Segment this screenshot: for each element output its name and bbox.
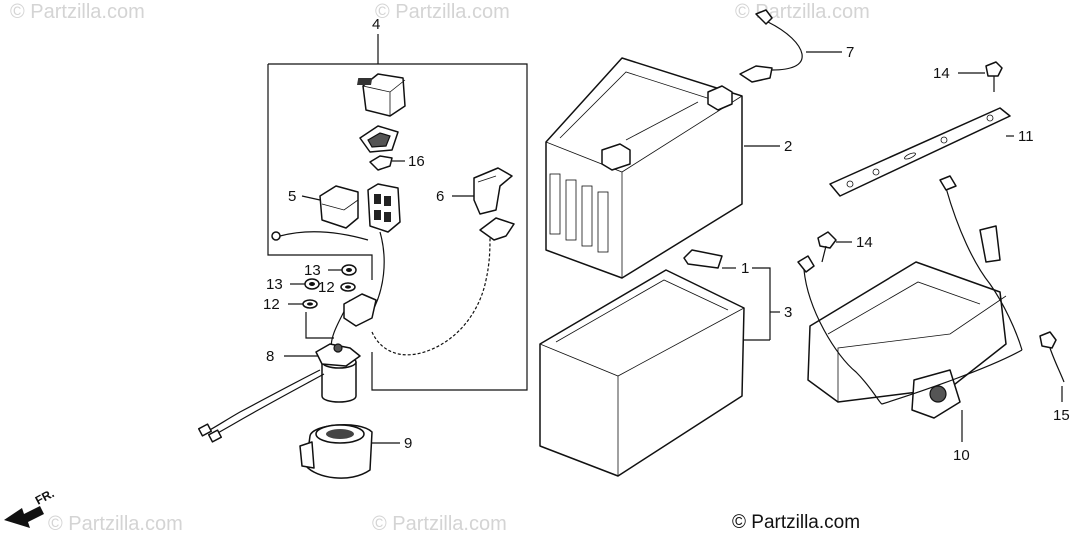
callout-2: 2: [784, 138, 792, 155]
callout-6: 6: [436, 188, 444, 205]
callout-1: 1: [741, 260, 749, 277]
part-15-bolt: [1039, 331, 1065, 383]
part-16-fuse: [369, 155, 393, 171]
relay-holder: [359, 125, 399, 153]
callout-12-upper: 12: [318, 279, 335, 296]
watermark-top-right: © Partzilla.com: [735, 1, 870, 23]
part-9-relay-boot: [299, 424, 373, 479]
callout-3: 3: [784, 304, 792, 321]
callout-5: 5: [288, 188, 296, 205]
callout-12-lower: 12: [263, 296, 280, 313]
watermark-bottom-center: © Partzilla.com: [372, 513, 507, 535]
copyright-label: © Partzilla.com: [732, 512, 860, 533]
part-13-nut-upper: [341, 264, 357, 276]
part-13-nut-lower: [304, 278, 320, 290]
callout-14-upper: 14: [933, 65, 950, 82]
part-6-terminal-cover: [473, 167, 513, 215]
callout-15: 15: [1053, 407, 1070, 424]
part-3-battery-case: [539, 269, 745, 477]
part-7-negative-cable: [739, 9, 803, 83]
part-10-battery-holder: [797, 175, 1023, 419]
part-8-starter-relay: [197, 343, 361, 443]
callout-8: 8: [266, 348, 274, 365]
part-11-battery-strap: [829, 107, 1011, 197]
watermark-top-left: © Partzilla.com: [10, 1, 145, 23]
callout-4: 4: [372, 16, 380, 33]
part-1-battery-pad: [683, 249, 723, 269]
callout-16: 16: [408, 153, 425, 170]
part-2-battery: [545, 57, 743, 279]
relay-group-bracket: [267, 63, 528, 391]
callout-9: 9: [404, 435, 412, 452]
front-direction-arrow-icon: [4, 506, 44, 528]
callout-10: 10: [953, 447, 970, 464]
callout-13-upper: 13: [304, 262, 321, 279]
fuse-block-connector: [367, 183, 401, 233]
part-5-terminal-cover: [319, 185, 359, 229]
part-14-bolt-middle: [817, 231, 837, 263]
part-4-relay: [357, 73, 406, 117]
part-12-washer-upper: [340, 282, 356, 292]
callout-11: 11: [1018, 128, 1034, 145]
watermark-bottom-left: © Partzilla.com: [48, 513, 183, 535]
part-14-bolt-upper: [985, 61, 1003, 92]
callout-13-lower: 13: [266, 276, 283, 293]
callout-7: 7: [846, 44, 854, 61]
part-12-washer-lower: [302, 299, 318, 309]
front-direction-label: FR.: [33, 486, 57, 507]
starter-relay-terminal-cap: [343, 293, 377, 327]
watermark-top-center: © Partzilla.com: [375, 1, 510, 23]
callout-14-middle: 14: [856, 234, 873, 251]
